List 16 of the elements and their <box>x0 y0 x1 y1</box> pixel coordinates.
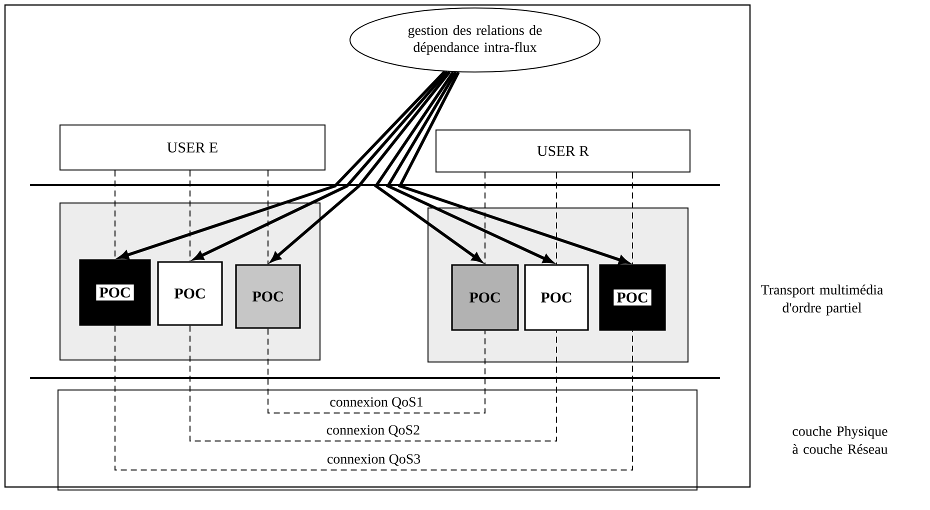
edge-label: connexion QoS3 <box>326 453 422 467</box>
poc-box: POC <box>157 261 223 326</box>
poc-box: POC <box>599 264 666 331</box>
poc-box: POC <box>524 264 589 331</box>
connection-line <box>190 325 557 442</box>
poc-box: POC <box>79 259 151 326</box>
edge-label: connexion QoS1 <box>328 396 424 410</box>
edge-label: connexion QoS2 <box>325 424 422 438</box>
layer-label: couche Physique à couche Réseau <box>792 426 888 454</box>
connection-line <box>268 328 486 414</box>
poc-box: POC <box>451 264 519 331</box>
layer-label: Transport multimédia d'ordre partiel <box>761 284 883 316</box>
dashed-link <box>632 172 633 265</box>
poc-box: POC <box>235 264 301 329</box>
ellipse-node: gestion des relations de dépendance intra-flux <box>350 8 600 72</box>
connection-line <box>114 325 633 470</box>
